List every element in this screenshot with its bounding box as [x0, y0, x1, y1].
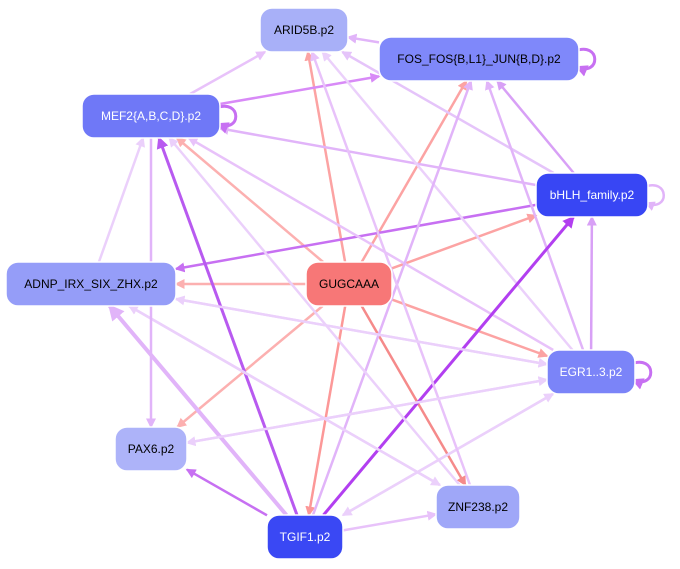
edge-bhlh-to-fos [496, 79, 575, 174]
node-box [378, 36, 580, 82]
node-pax6: PAX6.p2 [114, 426, 188, 472]
edge-bhlh-to-arid5b [341, 50, 555, 175]
edge-tgif1-to-pax6 [185, 468, 268, 517]
node-box [266, 514, 344, 560]
node-box [546, 349, 636, 395]
node-label: MEF2{A,B,C,D}.p2 [101, 109, 201, 123]
edge-egr1-to-mef2 [187, 136, 554, 352]
edge-tgif1-to-znf238 [342, 510, 438, 532]
node-box [305, 261, 393, 307]
edge-gugcaaa-to-mef2 [175, 137, 324, 263]
edge-gugcaaa-to-tgif1 [305, 305, 347, 517]
edge-adnp-to-znf238 [128, 304, 442, 487]
edge-bhlh-to-adnp [174, 203, 537, 273]
edge-gugcaaa-to-pax6 [176, 305, 324, 428]
node-box [5, 261, 177, 307]
edge-tgif1-to-mef2 [156, 136, 299, 516]
node-arid5b: ARID5B.p2 [259, 7, 349, 53]
node-znf238: ZNF238.p2 [435, 484, 521, 530]
self-loop-mef2 [215, 104, 238, 134]
edge-fos-to-arid5b [346, 33, 380, 44]
edge-gugcaaa-to-bhlh [391, 213, 538, 270]
node-box [535, 172, 649, 218]
edge-tgif1-to-adnp [108, 304, 288, 517]
node-label: ARID5B.p2 [274, 23, 334, 37]
edge-egr1-to-fos [485, 79, 585, 351]
node-adnp: ADNP_IRX_SIX_ZHX.p2 [5, 261, 177, 307]
edge-znf238-to-mef2 [168, 136, 461, 486]
node-label: FOS_FOS{B,L1}_JUN{B,D}.p2 [397, 52, 561, 66]
node-box [114, 426, 188, 472]
node-box [81, 93, 221, 139]
edge-bhlh-to-mef2 [218, 124, 537, 187]
node-label: bHLH_family.p2 [550, 188, 635, 202]
node-label: ADNP_IRX_SIX_ZHX.p2 [24, 277, 158, 291]
edge-adnp-to-mef2 [97, 136, 145, 263]
nodes-layer: GUGCAAA ARID5B.p2FOS_FOS{B,L1}_JUN{B,D}.p… [5, 7, 649, 560]
edge-tgif1-to-egr1 [342, 392, 555, 517]
node-label: GUGCAAA [319, 277, 379, 291]
self-loop-bhlh [643, 184, 665, 211]
edge-adnp-to-egr1 [175, 297, 549, 368]
edge-tgif1-to-bhlh [322, 215, 575, 516]
edge-pax6-to-egr1 [186, 376, 549, 444]
node-fos: FOS_FOS{B,L1}_JUN{B,D}.p2 [378, 36, 580, 82]
node-mef2: MEF2{A,B,C,D}.p2 [81, 93, 221, 139]
node-tgif1: TGIF1.p2 [266, 514, 344, 560]
edge-mef2-to-arid5b [189, 50, 267, 96]
edge-mef2-to-fos [219, 72, 381, 106]
edge-gugcaaa-to-egr1 [391, 298, 549, 358]
node-gugcaaa: GUGCAAA [305, 261, 393, 307]
edge-egr1-to-arid5b [321, 50, 574, 351]
edge-egr1-to-bhlh [586, 215, 597, 351]
node-label: PAX6.p2 [128, 442, 175, 456]
node-label: EGR1..3.p2 [560, 365, 623, 379]
node-label: ZNF238.p2 [448, 500, 508, 514]
self-loop-egr1 [630, 360, 653, 390]
node-box [259, 7, 349, 53]
node-box [435, 484, 521, 530]
node-bhlh: bHLH_family.p2 [535, 172, 649, 218]
self-loop-fos [574, 47, 597, 77]
node-label: TGIF1.p2 [280, 530, 331, 544]
node-egr1: EGR1..3.p2 [546, 349, 636, 395]
edges-layer [97, 33, 665, 532]
